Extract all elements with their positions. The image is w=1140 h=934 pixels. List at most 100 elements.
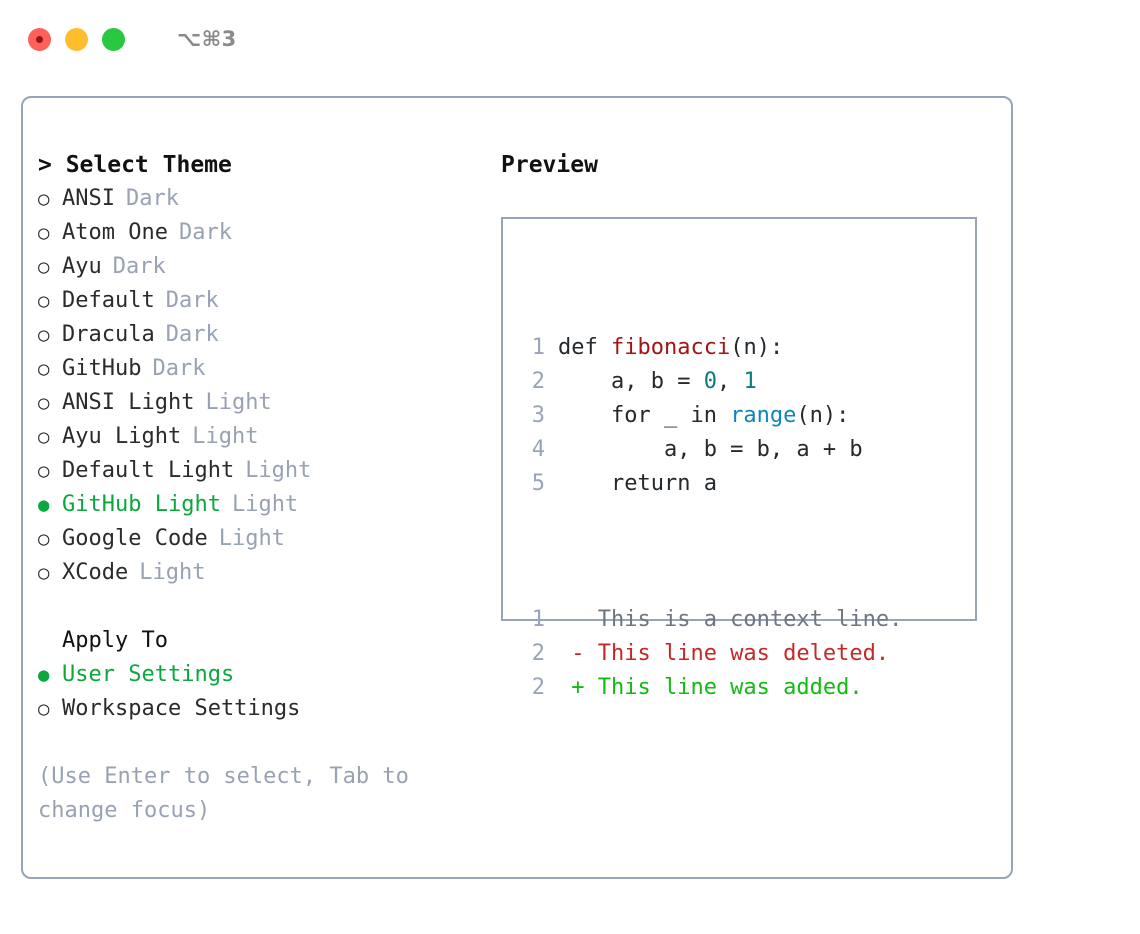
apply-to-title: ○ Apply To [38,624,478,658]
code-token-plain: (n): [730,335,784,360]
code-token-plain: a, b = b, a + b [558,437,863,462]
shortcut-label: ⌥⌘3 [177,27,237,51]
theme-option-kind: Dark [152,356,206,381]
radio-selected-icon: ● [38,494,50,516]
diff-line: 2 - This line was deleted. [519,637,902,671]
diff-text-context: This is a context line. [558,607,903,632]
code-token-plain: a, b = [558,369,704,394]
theme-option-name: Atom One [62,220,168,245]
theme-option-kind: Dark [125,186,179,211]
theme-option-kind: Light [218,526,285,551]
line-number: 2 [531,641,545,666]
apply-to-list[interactable]: ●User Settings ○ Workspace Settings [38,658,478,726]
diff-line: 2 + This line was added. [519,671,902,705]
apply-to-label: Apply To [62,628,168,653]
minimize-button[interactable] [65,27,88,51]
radio-unselected-icon: ○ [38,222,50,244]
code-line: 1 def fibonacci(n): [519,331,902,365]
diff-block: 1 This is a context line.2 - This line w… [519,603,903,705]
code-token-plain: return a [558,471,717,496]
theme-option[interactable]: ○ Dracula Dark [38,318,478,352]
line-number: 2 [531,675,545,700]
section-spacer [38,590,478,624]
diff-text-added: + This line was added. [558,675,863,700]
titlebar: ⌥⌘3 [0,0,1140,78]
code-text: return a [558,467,717,501]
theme-option[interactable]: ○ Default Dark [38,284,478,318]
code-token-call: range [730,403,797,428]
radio-unselected-icon: ○ [38,562,50,584]
keyboard-hint: (Use Enter to select, Tab to change focu… [38,764,423,823]
theme-option-kind: Dark [165,288,219,313]
code-token-num: 1 [743,369,757,394]
theme-option-kind: Light [205,390,272,415]
code-line: 5 return a [519,467,902,501]
code-token-plain: (n): [796,403,850,428]
apply-to-option-name: Workspace Settings [62,696,301,721]
radio-unselected-icon: ○ [38,460,50,482]
code-token-plain: , [716,369,744,394]
code-text: a, b = 0, 1 [558,365,757,399]
theme-option-name: Dracula [62,322,155,347]
apply-to-option[interactable]: ○ Workspace Settings [38,692,478,726]
line-number: 4 [531,437,545,462]
code-line: 2 a, b = 0, 1 [519,365,902,399]
theme-option-name: Ayu [62,254,102,279]
radio-unselected-icon: ○ [38,392,50,414]
window-controls [28,27,125,51]
code-token-num: 0 [703,369,717,394]
theme-option-kind: Dark [178,220,232,245]
radio-unselected-icon: ○ [38,324,50,346]
theme-option[interactable]: ○ Google Code Light [38,522,478,556]
code-token-plain: for _ in [558,403,731,428]
code-text: for _ in range(n): [558,399,849,433]
theme-option[interactable]: ○ XCode Light [38,556,478,590]
line-number: 3 [531,403,545,428]
close-button[interactable] [28,27,51,51]
radio-unselected-icon: ○ [38,698,50,720]
preview-title: Preview [501,152,598,178]
zoom-button[interactable] [102,27,125,51]
line-number: 1 [531,607,545,632]
diff-text-deleted: - This line was deleted. [558,641,890,666]
radio-unselected-icon: ○ [38,528,50,550]
line-number: 1 [531,335,545,360]
theme-option-kind: Dark [165,322,219,347]
line-number: 2 [531,369,545,394]
radio-unselected-icon: ○ [38,426,50,448]
theme-option-kind: Light [231,492,299,517]
code-line: 4 a, b = b, a + b [519,433,902,467]
theme-option[interactable]: ○ ANSI Dark [38,182,478,216]
theme-option-name: ANSI [62,186,115,211]
theme-option-name: XCode [62,560,129,585]
code-line: 3 for _ in range(n): [519,399,902,433]
radio-unselected-icon: ○ [38,290,50,312]
radio-unselected-icon: ○ [38,188,50,210]
code-text: a, b = b, a + b [558,433,863,467]
theme-option-kind: Light [192,424,259,449]
code-token-plain: def [558,335,611,360]
code-token-fn: fibonacci [610,335,731,360]
select-theme-title: > Select Theme [38,152,232,178]
theme-option-name: Google Code [62,526,208,551]
code-text: def fibonacci(n): [558,331,783,365]
apply-to-option[interactable]: ●User Settings [38,658,478,692]
theme-option-name: Default [62,288,155,313]
diff-line: 1 This is a context line. [519,603,903,637]
theme-option-kind: Light [139,560,206,585]
line-number: 5 [531,471,545,496]
theme-option[interactable]: ○ Atom One Dark [38,216,478,250]
